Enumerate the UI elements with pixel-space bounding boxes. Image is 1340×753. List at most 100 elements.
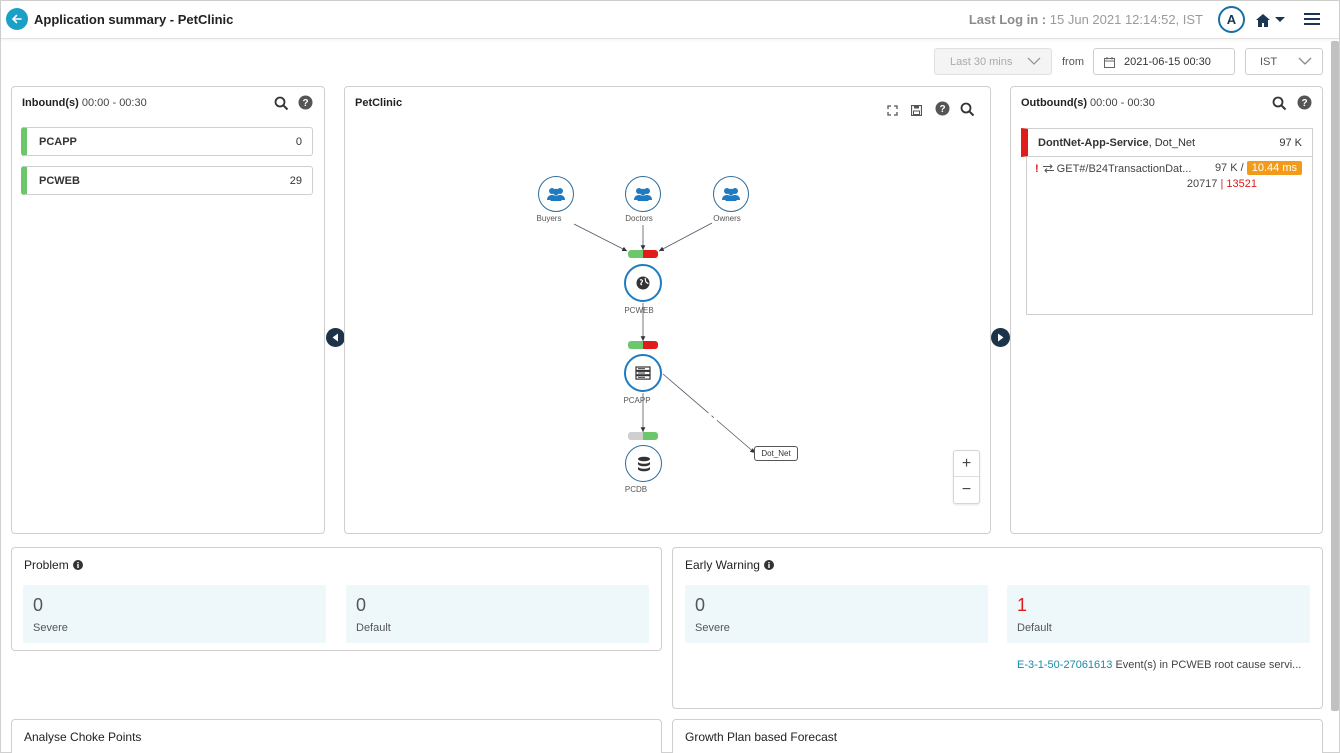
outbound-service-row[interactable]: DontNet-App-Service, Dot_Net 97 K <box>1021 128 1313 157</box>
page-scrollbar[interactable] <box>1331 41 1339 711</box>
header: Application summary - PetClinic Last Log… <box>1 1 1339 39</box>
outbound-service-name: DontNet-App-Service <box>1038 137 1149 149</box>
health-bar-pcdb <box>628 432 658 440</box>
node-label-buyers: Buyers <box>536 214 562 223</box>
last-login-label: Last Log in : <box>968 12 1047 27</box>
outbound-service-count: 97 K <box>1279 137 1302 149</box>
early-warning-default-count: 1 <box>1017 595 1028 615</box>
health-bar-ok <box>643 432 658 440</box>
timezone-select[interactable]: IST <box>1245 48 1323 75</box>
outbound-title-text: Outbound(s) <box>1021 97 1087 109</box>
node-label-pcdb: PCDB <box>624 485 648 494</box>
last-login: Last Log in : 15 Jun 2021 12:14:52, IST <box>969 12 1203 27</box>
alert-icon: ! <box>1035 163 1039 175</box>
save-icon <box>910 104 923 117</box>
node-pcdb[interactable] <box>625 445 662 482</box>
inbound-item-pcweb[interactable]: PCWEB 29 <box>21 166 313 195</box>
node-label-owners: Owners <box>713 214 741 223</box>
topology-help-button[interactable]: ? <box>935 101 951 117</box>
node-doctors[interactable] <box>625 176 661 212</box>
health-bar-ok <box>628 250 643 258</box>
collapse-right-button[interactable] <box>991 328 1010 347</box>
server-icon <box>635 366 651 380</box>
zoom-out-button[interactable]: − <box>961 481 972 498</box>
help-icon: ? <box>935 101 950 116</box>
topology-search-button[interactable] <box>960 102 976 118</box>
health-bar-pcapp <box>628 341 658 349</box>
hamburger-menu-button[interactable] <box>1303 11 1323 29</box>
node-label-pcweb: PCWEB <box>624 306 654 315</box>
transaction-row[interactable]: !GET#/B24TransactionDat... <box>1035 163 1191 175</box>
outbound-service: DontNet-App-Service, Dot_Net <box>1038 137 1195 149</box>
search-icon <box>274 96 289 111</box>
time-range-value: Last 30 mins <box>950 55 1013 68</box>
inbound-time: 00:00 - 00:30 <box>81 97 147 109</box>
topology-title: PetClinic <box>355 97 403 109</box>
node-dotnet[interactable]: Dot_Net <box>754 446 798 461</box>
date-value: 2021-06-15 00:30 <box>1124 55 1211 68</box>
triangle-right-icon <box>998 333 1004 342</box>
inbound-panel: Inbound(s) 00:00 - 00:30 ? <box>11 86 325 534</box>
problem-severe-count: 0 <box>33 595 44 615</box>
node-pcweb[interactable] <box>624 264 662 302</box>
problem-severe-card[interactable]: 0 Severe <box>23 585 326 643</box>
users-icon <box>547 188 565 201</box>
time-range-select[interactable]: Last 30 mins <box>934 48 1052 75</box>
transaction-value: 97 K / <box>1214 162 1244 174</box>
early-warning-severe-card[interactable]: 0 Severe <box>685 585 988 643</box>
avatar[interactable]: A <box>1218 6 1245 33</box>
arrow-left-icon <box>11 14 22 24</box>
back-button[interactable] <box>6 8 28 30</box>
home-icon <box>1256 13 1270 27</box>
collapse-left-button[interactable] <box>326 328 345 347</box>
health-bar-error <box>643 341 658 349</box>
health-bar-none <box>628 432 643 440</box>
early-warning-default-card[interactable]: 1 Default <box>1007 585 1310 643</box>
event-id-link[interactable]: E-3-1-50-27061613 <box>1017 659 1113 671</box>
error-count: 13521 <box>1226 178 1257 190</box>
inbound-title: Inbound(s) 00:00 - 00:30 <box>22 97 147 109</box>
zoom-in-button[interactable]: + <box>954 451 979 477</box>
info-icon[interactable] <box>763 560 774 570</box>
chevron-down-icon <box>1275 17 1285 22</box>
inbound-item-name: PCWEB <box>39 175 80 187</box>
chevron-down-icon <box>1298 57 1312 65</box>
search-icon <box>1272 96 1287 111</box>
inbound-help-button[interactable]: ? <box>298 95 314 111</box>
early-warning-title: Early Warning <box>685 558 774 572</box>
search-icon <box>960 102 975 117</box>
outbound-title: Outbound(s) 00:00 - 00:30 <box>1021 97 1155 109</box>
outbound-search-button[interactable] <box>1272 96 1288 112</box>
problem-default-card[interactable]: 0 Default <box>346 585 649 643</box>
page-title: Application summary - PetClinic <box>34 12 234 27</box>
zoom-controls: + − <box>953 450 980 504</box>
outbound-time: 00:00 - 00:30 <box>1090 97 1155 109</box>
home-menu-button[interactable] <box>1255 10 1289 30</box>
svg-text:?: ? <box>1301 98 1307 109</box>
choke-points-title: Analyse Choke Points <box>24 730 142 744</box>
inbound-item-pcapp[interactable]: PCAPP 0 <box>21 127 313 156</box>
transaction-counts: 20717 | 13521 <box>1187 178 1257 190</box>
node-owners[interactable] <box>713 176 749 212</box>
outbound-help-button[interactable]: ? <box>1297 95 1313 111</box>
node-buyers[interactable] <box>538 176 574 212</box>
problem-severe-label: Severe <box>33 622 68 634</box>
growth-forecast-title: Growth Plan based Forecast <box>685 730 838 744</box>
node-pcapp[interactable] <box>624 354 662 392</box>
health-bar-pcweb <box>628 250 658 258</box>
help-icon: ? <box>298 95 313 110</box>
growth-forecast-panel: Growth Plan based Forecast <box>672 719 1323 753</box>
latency-badge: 10.44 ms <box>1246 161 1302 175</box>
users-icon <box>634 188 652 201</box>
fullscreen-button[interactable] <box>887 103 903 119</box>
inbound-item-name: PCAPP <box>39 136 77 148</box>
save-button[interactable] <box>910 103 927 119</box>
exchange-icon <box>1042 164 1054 173</box>
early-warning-severe-label: Severe <box>695 622 730 634</box>
last-login-value: 15 Jun 2021 12:14:52, IST <box>1049 12 1203 27</box>
date-input[interactable]: 2021-06-15 00:30 <box>1093 48 1235 75</box>
early-warning-severe-count: 0 <box>695 595 706 615</box>
info-icon[interactable] <box>72 560 83 570</box>
inbound-search-button[interactable] <box>274 96 290 112</box>
